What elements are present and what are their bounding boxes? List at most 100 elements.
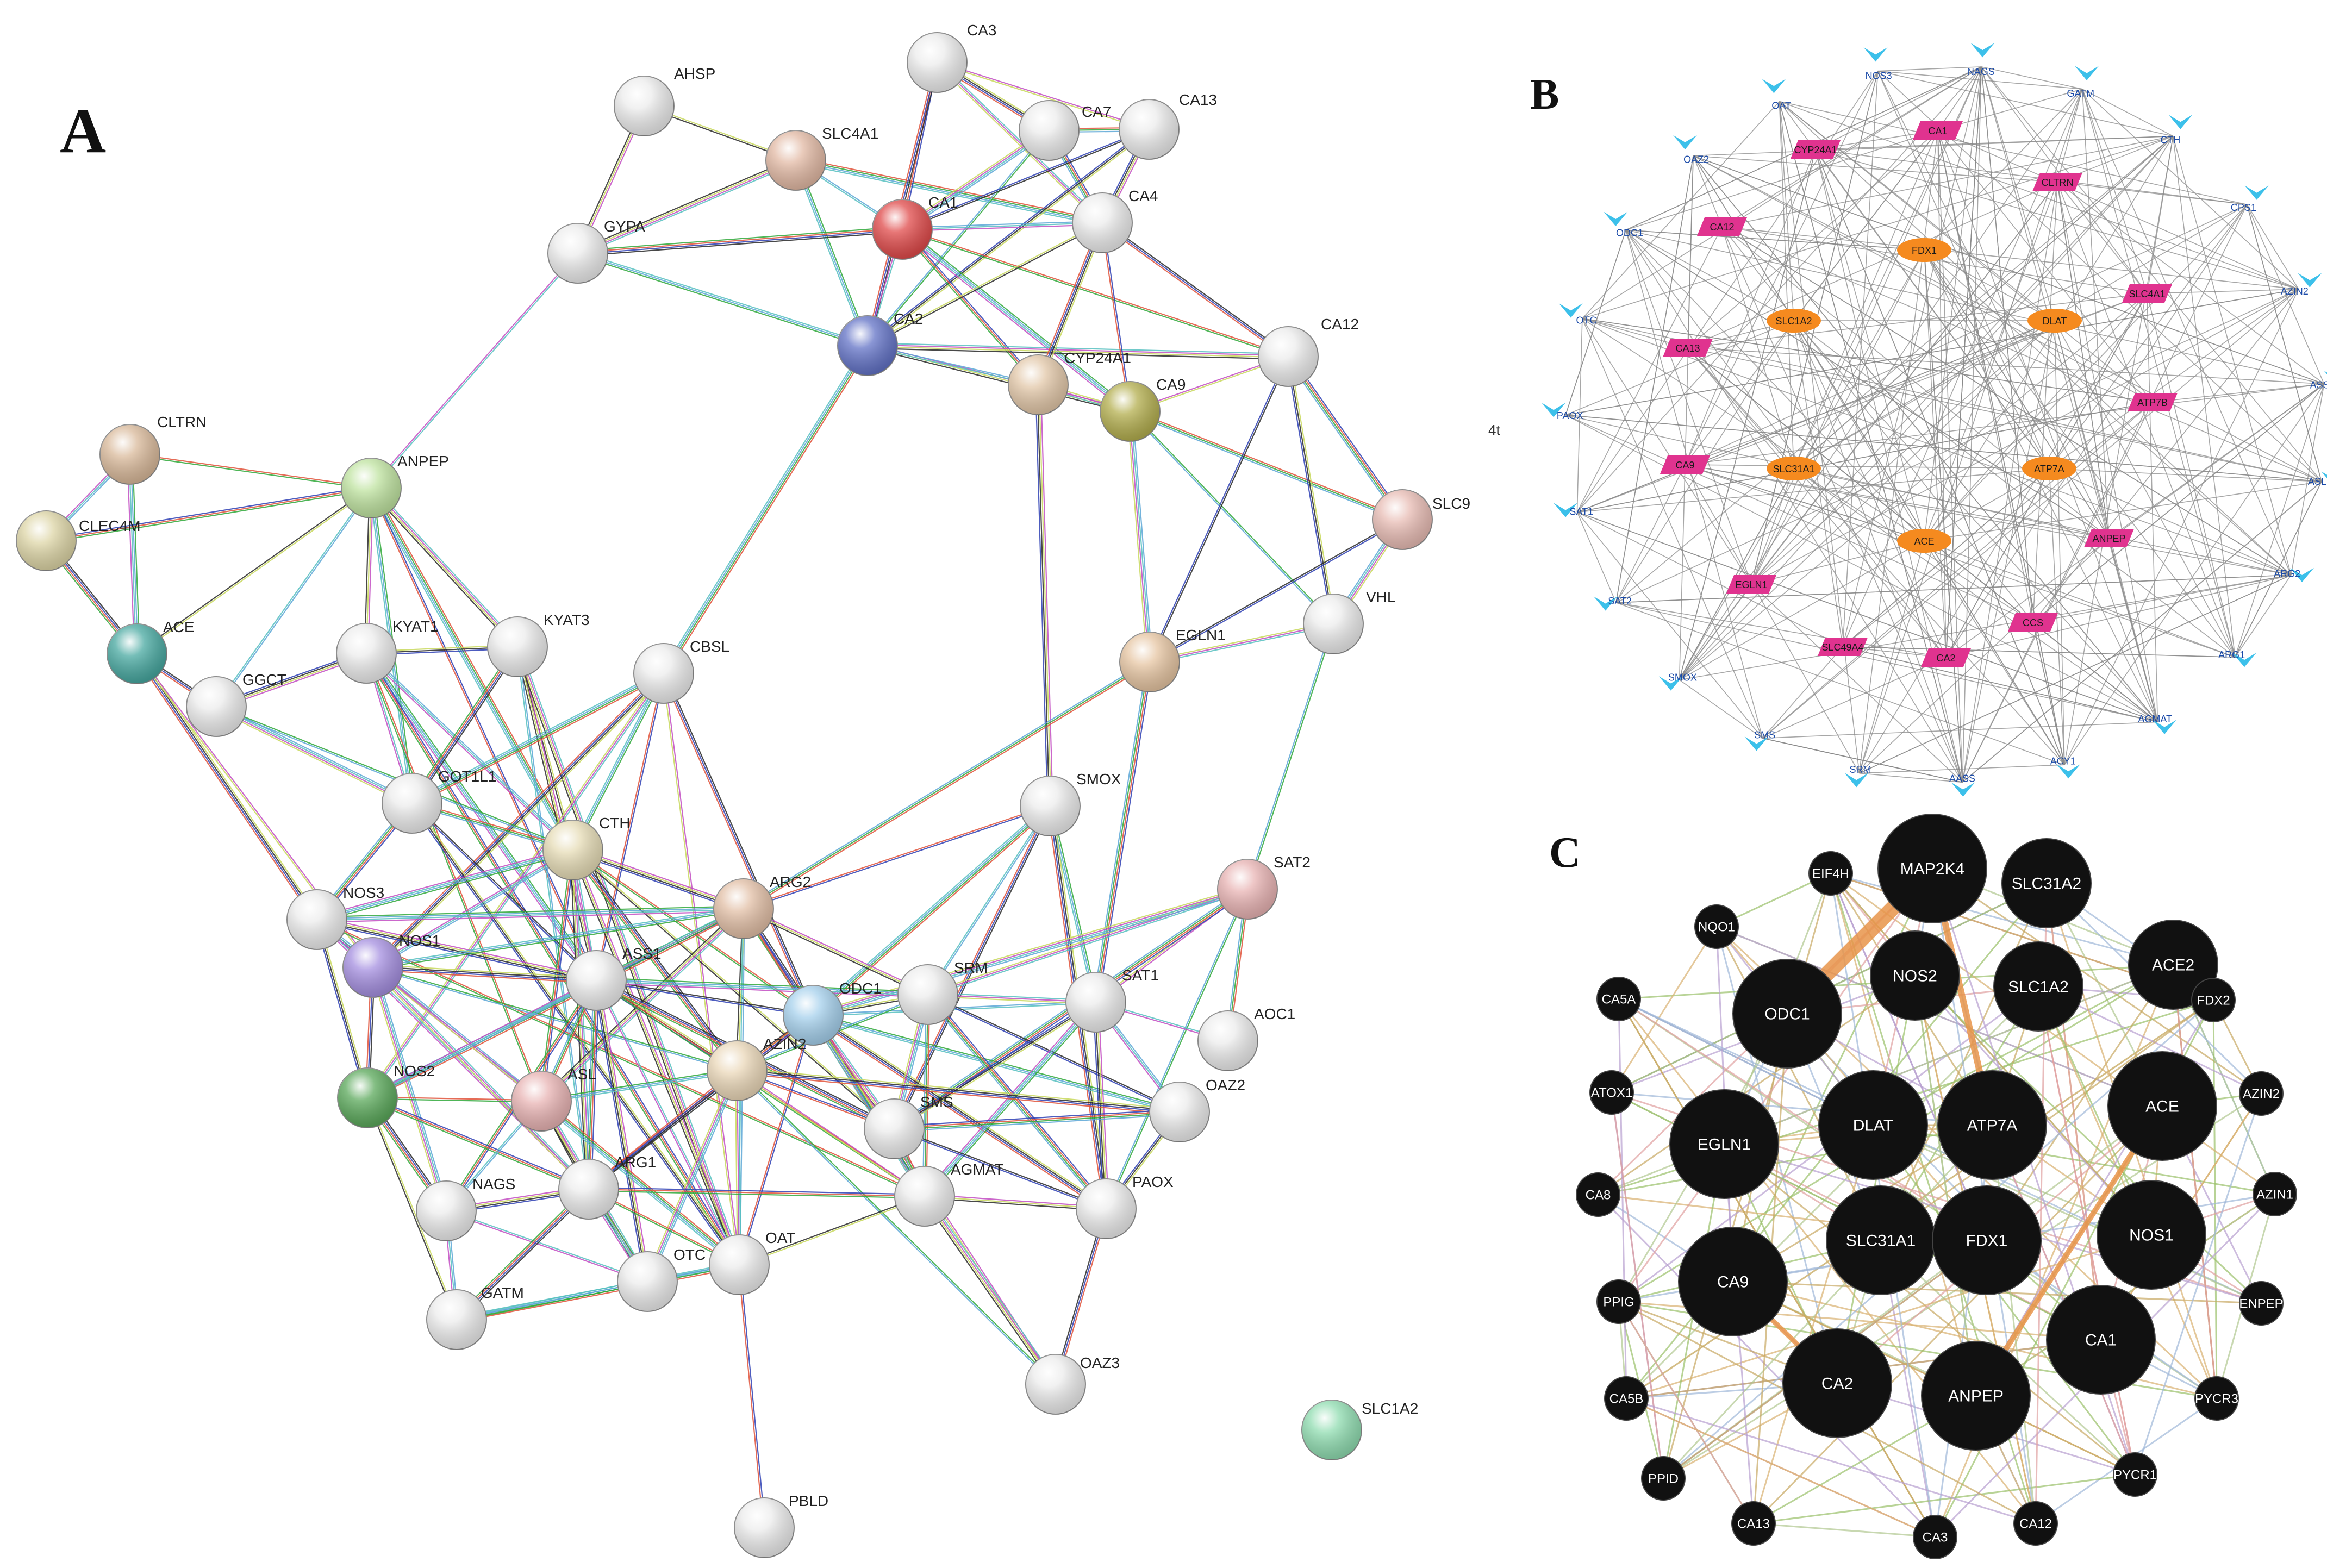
node-gypa[interactable]: GYPA [547,218,645,284]
node-ace[interactable]: ACE [1897,529,1951,553]
node-azin2[interactable]: AZIN2 [2281,273,2322,297]
node-odc1[interactable]: ODC1 [1732,959,1842,1069]
node-dlat[interactable]: DLAT [1818,1070,1928,1180]
node-oat[interactable]: OAT [709,1229,795,1295]
node-ace[interactable]: ACE [107,619,195,684]
node-clec4m[interactable]: CLEC4M [16,510,141,571]
node-slc9[interactable]: SLC9 [1372,489,1470,550]
node-cth[interactable]: CTH [542,815,631,880]
node-azin2[interactable]: AZIN2 [707,1035,806,1101]
node-srm[interactable]: SRM [897,959,988,1025]
node-ca8[interactable]: CA8 [1576,1172,1620,1217]
node-nags[interactable]: NAGS [1967,42,1995,77]
node-nos3[interactable]: NOS3 [286,884,384,950]
node-nos2[interactable]: NOS2 [337,1063,435,1128]
node-ca9[interactable]: CA9 [1678,1227,1788,1336]
node-ca1[interactable]: CA1 [2046,1285,2156,1395]
node-anpep[interactable]: ANPEP [341,453,449,518]
node-ca1[interactable]: CA1 [872,194,958,260]
node-ppid[interactable]: PPID [1641,1456,1686,1501]
node-fdx2[interactable]: FDX2 [2191,978,2236,1022]
node-ca3[interactable]: CA3 [907,22,996,93]
node-ca2[interactable]: CA2 [1782,1328,1892,1438]
node-ca5b[interactable]: CA5B [1604,1376,1649,1421]
node-fdx1[interactable]: FDX1 [1932,1185,2042,1295]
node-cltrn[interactable]: CLTRN [2032,173,2082,191]
node-ca1[interactable]: CA1 [1913,121,1963,140]
node-atp7b[interactable]: ATP7B [2128,393,2178,411]
node-slc1a2[interactable]: SLC1A2 [1301,1400,1418,1460]
node-agmat[interactable]: AGMAT [2138,714,2177,734]
node-aoc1[interactable]: AOC1 [1197,1005,1295,1071]
node-map2k4[interactable]: MAP2K4 [1877,814,1987,923]
node-oaz3[interactable]: OAZ3 [1025,1354,1120,1415]
node-cbsl[interactable]: CBSL [633,638,729,704]
node-cth[interactable]: CTH [2160,115,2193,146]
node-paox[interactable]: PAOX [1542,403,1583,421]
node-pycr1[interactable]: PYCR1 [2113,1452,2157,1497]
node-slc49a4[interactable]: SLC49A4 [1818,638,1868,656]
node-anpep[interactable]: ANPEP [1921,1341,2031,1451]
node-ppig[interactable]: PPIG [1596,1279,1641,1324]
node-nqo1[interactable]: NQO1 [1694,904,1739,949]
node-nos1[interactable]: NOS1 [342,932,440,998]
node-ca12[interactable]: CA12 [1258,316,1359,387]
node-atox1[interactable]: ATOX1 [1589,1070,1634,1115]
node-pbld[interactable]: PBLD [734,1492,828,1558]
node-azin2[interactable]: AZIN2 [2239,1071,2284,1116]
node-ca9[interactable]: CA9 [1660,455,1710,474]
node-kyat1[interactable]: KYAT1 [336,618,439,684]
node-slc31a1[interactable]: SLC31A1 [1767,457,1821,480]
node-fdx1[interactable]: FDX1 [1897,238,1951,262]
node-oaz2[interactable]: OAZ2 [1149,1077,1245,1142]
node-kyat3[interactable]: KYAT3 [487,611,590,677]
node-atp7a[interactable]: ATP7A [1937,1070,2047,1180]
node-cltrn[interactable]: CLTRN [99,414,207,485]
node-egln1[interactable]: EGLN1 [1119,627,1226,692]
node-ca13[interactable]: CA13 [1663,339,1713,357]
node-egln1[interactable]: EGLN1 [1669,1089,1779,1199]
node-ace[interactable]: ACE [2107,1051,2217,1161]
node-slc1a2[interactable]: SLC1A2 [1767,309,1821,333]
node-nos3[interactable]: NOS3 [1863,47,1892,82]
node-ccs[interactable]: CCS [2008,613,2058,632]
node-odc1[interactable]: ODC1 [1604,211,1643,239]
node-slc31a1[interactable]: SLC31A1 [1826,1185,1936,1295]
node-slc4a1[interactable]: SLC4A1 [2122,284,2172,303]
node-oat[interactable]: OAT [1762,79,1791,111]
node-got1l1[interactable]: GOT1L1 [382,768,496,834]
node-atp7a[interactable]: ATP7A [2022,457,2076,480]
node-dlat[interactable]: DLAT [2027,309,2082,333]
node-ggct[interactable]: GGCT [186,671,286,737]
node-ca7[interactable]: CA7 [1019,100,1111,161]
node-cps1[interactable]: CPS1 [2231,185,2269,213]
node-ca13[interactable]: CA13 [1119,91,1217,160]
node-cyp24a1[interactable]: CYP24A1 [1791,140,1841,159]
node-ca2[interactable]: CA2 [1921,648,1971,667]
node-sat2[interactable]: SAT2 [1217,854,1311,920]
node-ca3[interactable]: CA3 [1913,1515,1957,1559]
node-vhl[interactable]: VHL [1303,589,1395,654]
node-sms[interactable]: SMS [1744,729,1776,751]
node-azin1[interactable]: AZIN1 [2253,1172,2297,1216]
node-arg2[interactable]: ARG2 [2274,567,2314,583]
node-slc4a1[interactable]: SLC4A1 [765,125,878,191]
node-asl[interactable]: ASL [2308,471,2327,487]
node-agmat[interactable]: AGMAT [894,1161,1003,1227]
node-arg1[interactable]: ARG1 [558,1154,656,1220]
node-otc[interactable]: OTC [617,1246,706,1312]
node-asl[interactable]: ASL [511,1066,596,1132]
node-gatm[interactable]: GATM [426,1284,524,1350]
node-ca5a[interactable]: CA5A [1596,977,1641,1021]
node-slc1a2[interactable]: SLC1A2 [1993,941,2083,1032]
node-ass[interactable]: ASS [2310,371,2327,390]
node-nos2[interactable]: NOS2 [1870,930,1960,1021]
node-oaz2[interactable]: OAZ2 [1673,135,1709,165]
node-arg1[interactable]: ARG1 [2218,649,2256,667]
node-sms[interactable]: SMS [864,1094,953,1159]
node-sat2[interactable]: SAT2 [1593,596,1632,611]
node-ass1[interactable]: ASS1 [566,945,662,1011]
node-aass[interactable]: AASS [1949,773,1975,797]
node-gatm[interactable]: GATM [2067,66,2099,99]
node-otc[interactable]: OTC [1558,303,1597,326]
